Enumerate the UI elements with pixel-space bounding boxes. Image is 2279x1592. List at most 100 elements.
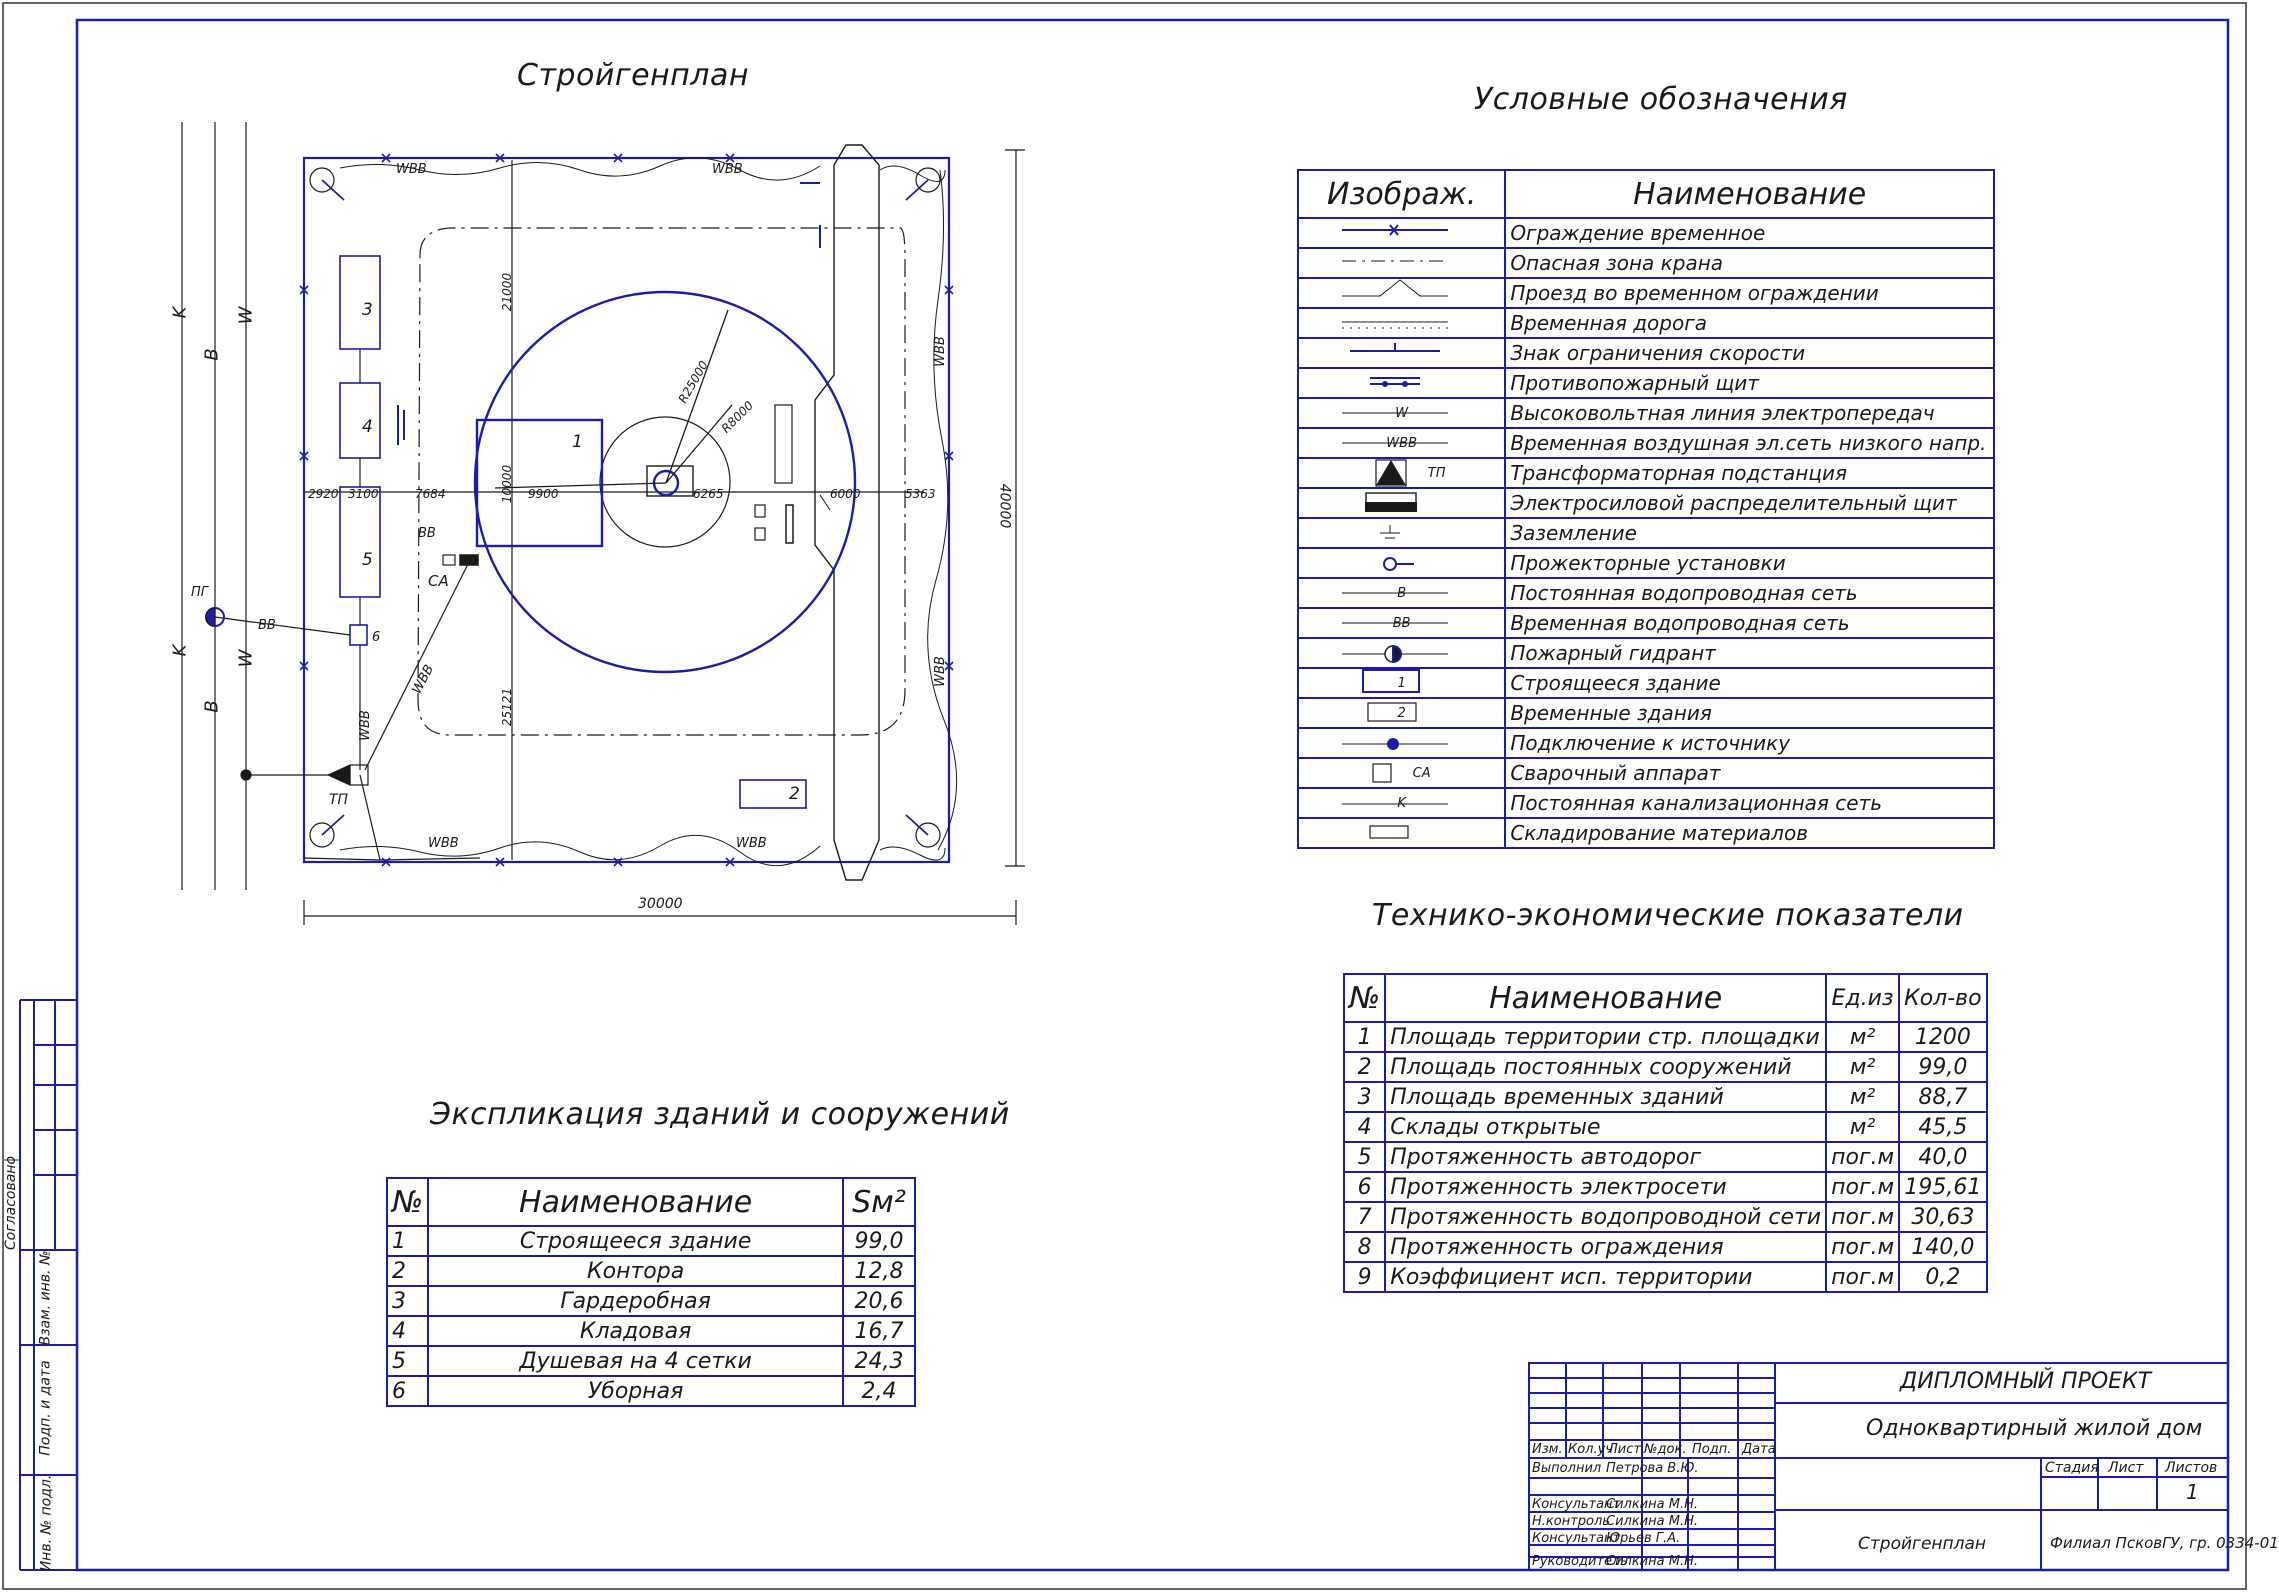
tep-unit: пог.м bbox=[1825, 1171, 1901, 1203]
stamp-person: Петрова В.Ю. bbox=[1606, 1461, 1699, 1476]
expl-name: Уборная bbox=[427, 1375, 844, 1407]
label-wbb-bottom-right: WBB bbox=[736, 836, 767, 851]
explication-title: Экспликация зданий и сооружений bbox=[430, 1097, 1010, 1132]
dim-width: 30000 bbox=[638, 896, 683, 912]
label-v-top: B bbox=[201, 348, 223, 361]
legend-symbol-cell bbox=[1296, 337, 1507, 369]
tep-unit: м² bbox=[1825, 1051, 1901, 1083]
tep-name: Протяженность электросети bbox=[1384, 1171, 1828, 1203]
legend-row: Складирование материалов bbox=[1296, 817, 1995, 849]
stamp-sheets-value: 1 bbox=[2186, 1480, 2199, 1504]
stamp-role: Консультант bbox=[1532, 1497, 1621, 1512]
tep-name: Площадь временных зданий bbox=[1384, 1081, 1828, 1113]
tep-name: Площадь постоянных сооружений bbox=[1384, 1051, 1828, 1083]
stamp-role: Консультант bbox=[1532, 1531, 1621, 1546]
tep-unit: пог.м bbox=[1825, 1231, 1901, 1263]
label-sa: СА bbox=[428, 572, 449, 590]
stamp-col-stage: Стадия bbox=[2045, 1460, 2099, 1476]
tep-col-name: Наименование bbox=[1384, 973, 1828, 1023]
legend-row-name: Временная дорога bbox=[1504, 307, 1995, 339]
label-wbb-top-left: WBB bbox=[396, 162, 427, 177]
tep-no: 7 bbox=[1342, 1201, 1387, 1233]
label-building-6: 6 bbox=[372, 630, 381, 645]
stamp-h-doc: №док. bbox=[1644, 1442, 1687, 1457]
legend-row-name: Постоянная канализационная сеть bbox=[1504, 787, 1995, 819]
legend-row-name: Трансформаторная подстанция bbox=[1504, 457, 1995, 489]
stamp-person: Юрьев Г.А. bbox=[1606, 1531, 1681, 1546]
legend-row: Проезд во временном ограждении bbox=[1296, 277, 1995, 309]
tep-unit: пог.м bbox=[1825, 1261, 1901, 1293]
expl-s: 24,3 bbox=[842, 1345, 916, 1377]
label-building-2: 2 bbox=[789, 784, 800, 804]
side-stamp-grid bbox=[19, 999, 77, 1571]
tep-unit: м² bbox=[1825, 1111, 1901, 1143]
label-building-4: 4 bbox=[362, 417, 373, 437]
legend-row-name: Знак ограничения скорости bbox=[1504, 337, 1995, 369]
explication-header-row: № Наименование Sм² bbox=[385, 1177, 916, 1227]
tep-unit: пог.м bbox=[1825, 1141, 1901, 1173]
tep-name: Коэффициент исп. территории bbox=[1384, 1261, 1828, 1293]
legend-header-row: Изображ. Наименование bbox=[1296, 169, 1995, 219]
legend-symbol-cell bbox=[1296, 517, 1507, 549]
label-building-5: 5 bbox=[362, 550, 373, 570]
tep-qty: 45,5 bbox=[1898, 1111, 1988, 1143]
tep-col-no: № bbox=[1342, 973, 1387, 1023]
side-podp-data: Подп. и дата bbox=[37, 1360, 54, 1456]
dim-9900: 9900 bbox=[528, 487, 559, 501]
legend-title: Условные обозначения bbox=[1474, 82, 1848, 117]
expl-s: 2,4 bbox=[842, 1375, 916, 1407]
tep-header-row: № Наименование Ед.из Кол-во bbox=[1342, 973, 1988, 1023]
legend-symbol-cell bbox=[1296, 817, 1507, 849]
title-block-grid bbox=[1528, 1362, 2229, 1571]
stamp-col-sheets: Листов bbox=[2165, 1460, 2218, 1476]
label-building-1: 1 bbox=[572, 432, 583, 452]
dim-25121: 25121 bbox=[500, 687, 515, 727]
legend-row-name: Заземление bbox=[1504, 517, 1995, 549]
dim-6265: 6265 bbox=[693, 487, 724, 501]
legend-symbol-cell bbox=[1296, 727, 1507, 759]
expl-name: Строящееся здание bbox=[427, 1225, 844, 1257]
tep-qty: 1200 bbox=[1898, 1021, 1988, 1053]
stamp-role: Выполнил bbox=[1532, 1461, 1602, 1476]
legend-col-name: Наименование bbox=[1504, 169, 1995, 219]
expl-col-no: № bbox=[385, 1177, 430, 1227]
expl-name: Душевая на 4 сетки bbox=[427, 1345, 844, 1377]
side-inv-vzam: Взам. инв. № bbox=[37, 1250, 54, 1346]
legend-row: Ограждение временное bbox=[1296, 217, 1995, 249]
tep-unit: м² bbox=[1825, 1021, 1901, 1053]
legend-symbol-cell bbox=[1296, 487, 1507, 519]
legend-row-name: Противопожарный щит bbox=[1504, 367, 1995, 399]
stamp-h-data: Дата bbox=[1742, 1442, 1776, 1457]
stamp-org: Филиал ПсковГУ, гр. 0334-01 bbox=[2050, 1534, 2279, 1552]
label-wbb-top-right: WBB bbox=[712, 162, 743, 177]
tep-name: Протяженность автодорог bbox=[1384, 1141, 1828, 1173]
legend-symbol-cell bbox=[1296, 307, 1507, 339]
label-tp: ТП bbox=[329, 792, 349, 808]
legend-symbol-cell bbox=[1296, 277, 1507, 309]
expl-s: 12,8 bbox=[842, 1255, 916, 1287]
expl-no: 2 bbox=[385, 1255, 430, 1287]
dim-2920: 2920 bbox=[308, 487, 339, 501]
dim-5363: 5363 bbox=[905, 487, 936, 501]
expl-no: 4 bbox=[385, 1315, 430, 1347]
tep-no: 4 bbox=[1342, 1111, 1387, 1143]
stamp-role: Руководитель bbox=[1532, 1554, 1628, 1569]
legend-row-name: Электросиловой распределительный щит bbox=[1504, 487, 1995, 519]
legend-row-name: Проезд во временном ограждении bbox=[1504, 277, 1995, 309]
legend-symbol-cell: ТП bbox=[1296, 457, 1507, 489]
